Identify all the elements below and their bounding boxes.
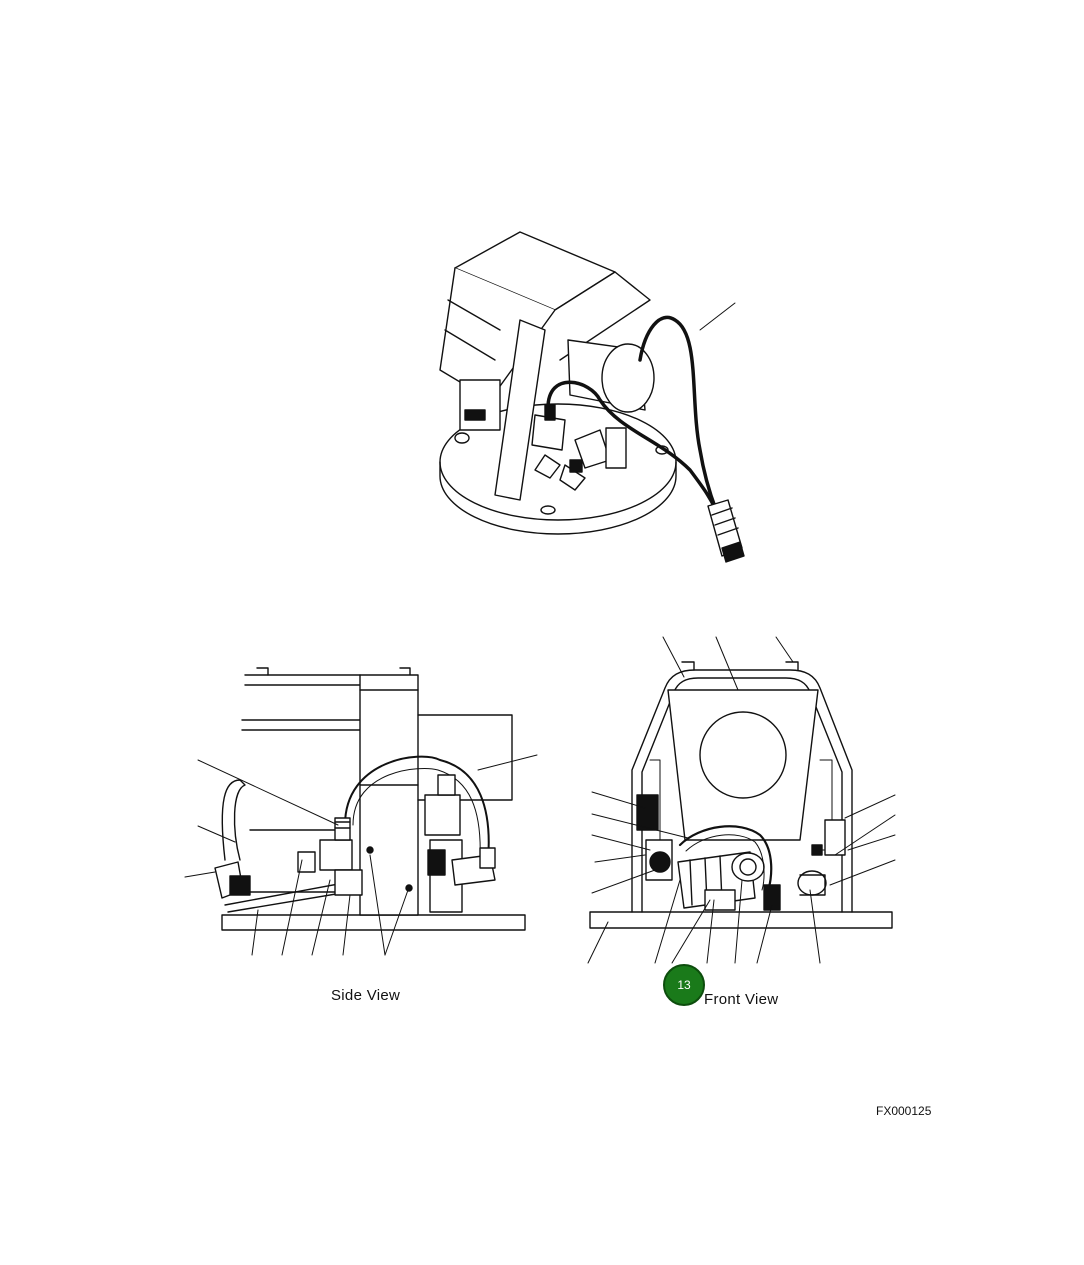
callout-label: 13 <box>677 978 691 992</box>
callout-marker[interactable]: 13 <box>663 964 705 1006</box>
front-view <box>587 636 896 964</box>
front-view-caption: Front View <box>704 991 779 1008</box>
isometric-view <box>439 231 745 563</box>
side-view-caption: Side View <box>331 987 401 1004</box>
figure-id: FX000125 <box>876 1104 932 1118</box>
side-view <box>184 667 538 956</box>
